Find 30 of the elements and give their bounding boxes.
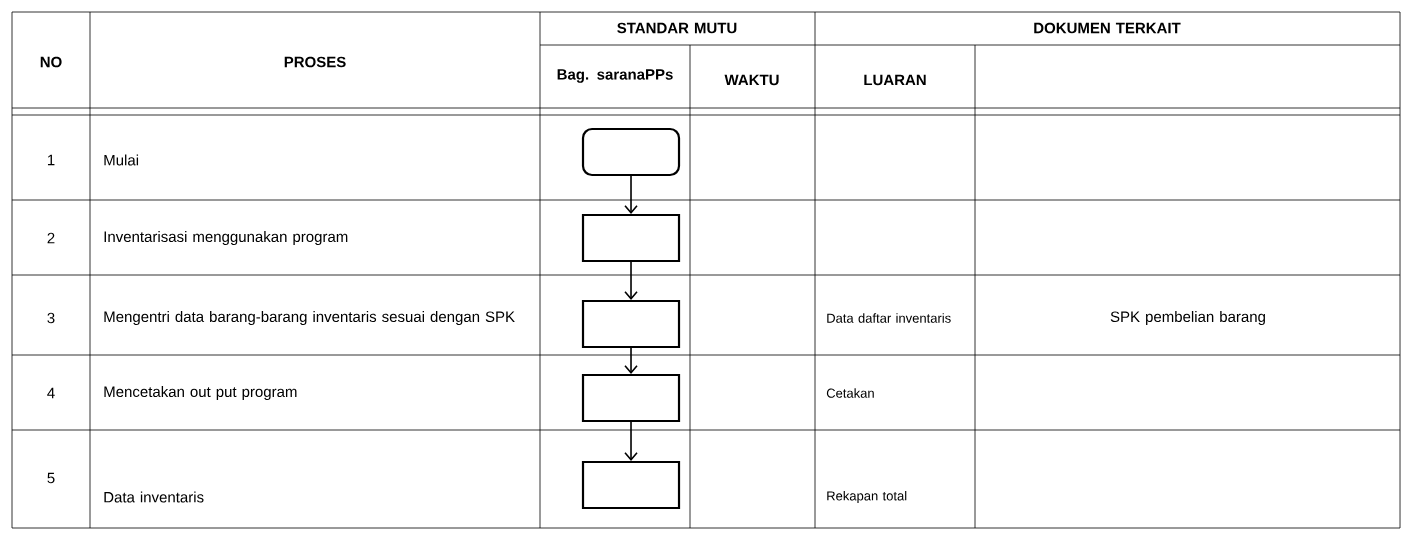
column-header: WAKTU (724, 74, 779, 86)
row-number: 2 (47, 232, 55, 244)
process-box (581, 127, 681, 177)
process-text: Inventarisasi menggunakan program (104, 231, 348, 245)
process-box (581, 213, 681, 263)
process-text: Data inventaris (104, 491, 204, 503)
column-header: Bag. saranaPPs (557, 69, 673, 83)
column-header: STANDAR MUTU (617, 22, 737, 34)
process-box (581, 460, 681, 510)
cell-text: SPK pembelian barang (1110, 311, 1265, 325)
process-text: Mencetakan out put program (104, 386, 297, 400)
arrow (624, 347, 638, 374)
row-number: 1 (48, 154, 55, 166)
column-header: PROSES (284, 56, 346, 68)
column-header: LUARAN (864, 74, 926, 86)
process-box (581, 373, 681, 423)
cell-text: Rekapan total (827, 490, 907, 504)
column-header: DOKUMEN TERKAIT (1034, 22, 1181, 34)
arrow (624, 175, 638, 214)
cell-text: Data daftar inventaris (827, 313, 951, 323)
process-text: Mengentri data barang-barang inventaris sesuai dengan SPK (104, 311, 515, 325)
process-box (581, 299, 681, 349)
row-number: 5 (47, 472, 55, 484)
column-header: NO (40, 56, 62, 68)
row-number: 3 (47, 312, 55, 324)
arrow (624, 421, 638, 461)
row-number: 4 (47, 387, 55, 399)
cell-text: Cetakan (826, 388, 874, 398)
arrow (624, 261, 638, 300)
process-text: Mulai (104, 154, 139, 166)
